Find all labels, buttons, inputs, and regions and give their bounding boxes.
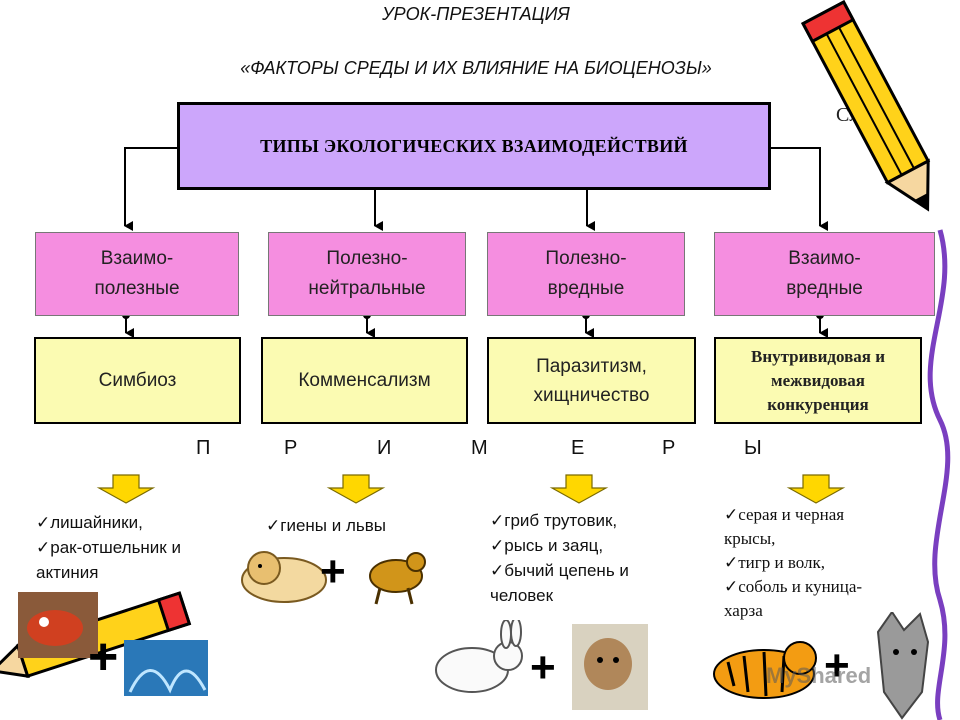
examples-letter: И	[377, 437, 392, 459]
category-commensal: Полезно-нейтральные	[268, 232, 466, 316]
down-arrow-icon	[96, 474, 156, 504]
category-harmful-benefit: Полезно-вредные	[487, 232, 685, 316]
examples-letter: П	[196, 437, 211, 459]
connector-left	[124, 147, 177, 231]
category-mutual-benefit: Взаимо-полезные	[35, 232, 239, 316]
examples-letter: Р	[662, 437, 676, 459]
rabbit-lynx-illustration: +	[435, 620, 648, 710]
examples-letter: Е	[571, 437, 585, 459]
lion-hyena-illustration: +	[241, 547, 426, 605]
plus-sign: +	[88, 628, 118, 686]
down-arrow-icon	[786, 474, 846, 504]
plus-sign: +	[320, 547, 346, 596]
main-title-box: ТИПЫ ЭКОЛОГИЧЕСКИХ ВЗАИМОДЕЙСТВИЙ	[177, 102, 771, 190]
plus-sign: +	[824, 641, 850, 690]
plus-sign: +	[530, 643, 556, 692]
tiger-wolf-illustration: +	[713, 612, 930, 720]
type-symbiosis: Симбиоз	[34, 337, 241, 424]
type-commensalism: Комменсализм	[261, 337, 468, 424]
examples-symbiosis: ✓лишайники, ✓рак-отшельник и актиния	[36, 513, 181, 582]
examples-letter: Р	[284, 437, 298, 459]
examples-commensalism: ✓гиены и львы	[266, 516, 386, 535]
lesson-topic: «ФАКТОРЫ СРЕДЫ И ИХ ВЛИЯНИЕ НА БИОЦЕНОЗЫ…	[240, 58, 712, 78]
hermit-crab-illustration: +	[0, 591, 208, 696]
category-mutual-harm: Взаимо-вредные	[714, 232, 935, 316]
examples-letter: М	[471, 437, 488, 459]
down-arrow-icon	[326, 474, 386, 504]
type-parasitism: Паразитизм,хищничество	[487, 337, 696, 424]
pencil-illustration	[801, 0, 951, 720]
examples-competition: ✓серая и черная крысы, ✓тигр и волк, ✓со…	[724, 505, 863, 620]
examples-parasitism: ✓гриб трутовик, ✓рысь и заяц, ✓бычий цеп…	[490, 511, 629, 605]
connector-right	[765, 147, 828, 231]
examples-letter: Ы	[744, 437, 762, 459]
lesson-header: УРОК-ПРЕЗЕНТАЦИЯ	[382, 4, 570, 24]
down-arrow-icon	[549, 474, 609, 504]
watermark: MyShared	[766, 663, 872, 688]
